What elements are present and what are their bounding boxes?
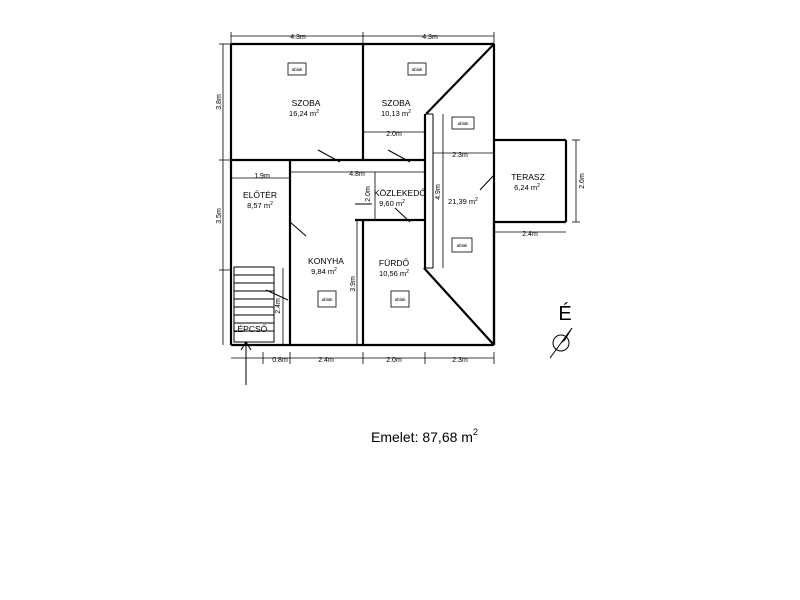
room-szoba2-area: 10,13 m2	[381, 109, 411, 118]
room-szoba1-area: 16,24 m2	[289, 109, 319, 118]
room-szoba1-name: SZOBA	[292, 98, 321, 108]
dim-szoba2-bottom: 2.0m	[386, 131, 402, 138]
room-kozlekedo-name: KÖZLEKEDŐ	[374, 188, 426, 198]
north-label: É	[558, 302, 571, 325]
window-konyha: ablak	[317, 290, 337, 308]
room-terasz-name: TERASZ	[511, 172, 545, 182]
dim-bottom-1: 0.8m	[272, 357, 288, 364]
svg-text:ablak: ablak	[458, 121, 470, 126]
north-arrow: É	[549, 302, 573, 359]
compass-icon	[552, 334, 570, 352]
room-konyha-name: KONYHA	[308, 256, 344, 266]
interior-walls	[231, 44, 496, 345]
dim-eloter-width: 1.9m	[254, 173, 270, 180]
dim-top-left: 4.3m	[290, 34, 306, 41]
svg-text:ablak: ablak	[322, 297, 334, 302]
dimension-texts: 4.3m 4.3m 3.8m 3.5m 2.0m 1.9m 4.8m 2.0m …	[216, 34, 586, 364]
window-szoba1: ablak	[287, 62, 307, 76]
windows: ablak ablak ablak ablak ablak ablak	[287, 62, 475, 308]
room-eloter-name: ELŐTÉR	[243, 190, 277, 200]
dim-konyha-height: 2.4m	[275, 298, 282, 314]
room-kozlekedo-area: 9,60 m2	[379, 199, 405, 208]
window-furdo: ablak	[390, 290, 410, 308]
dim-corridor-height: 4.9m	[435, 184, 442, 200]
floor-area-title: Emelet: 87,68 m2	[371, 427, 478, 445]
room-eloter-area: 8,57 m2	[247, 201, 273, 210]
svg-text:ablak: ablak	[412, 67, 424, 72]
dimension-lines	[219, 32, 580, 364]
dim-bottom-2: 2.4m	[318, 357, 334, 364]
window-living-bottom: ablak	[451, 237, 473, 253]
dim-bottom-4: 2.3m	[452, 357, 468, 364]
room-labels: SZOBA 16,24 m2 SZOBA 10,13 m2 ELŐTÉR 8,5…	[233, 98, 545, 334]
dim-top-right: 4.3m	[422, 34, 438, 41]
dim-terasz-bottom: 2.4m	[522, 231, 538, 238]
room-szoba2-name: SZOBA	[382, 98, 411, 108]
room-furdo-name: FÜRDŐ	[379, 258, 410, 268]
svg-text:ablak: ablak	[395, 297, 407, 302]
room-nappali-area: 21,39 m2	[448, 197, 478, 206]
doors	[265, 149, 495, 301]
dim-kozlekedo-height: 2.0m	[365, 186, 372, 202]
room-lepcso-name: LÉPCSŐ	[233, 324, 268, 334]
svg-text:ablak: ablak	[292, 67, 304, 72]
dim-terasz-height: 2.6m	[579, 173, 586, 189]
window-living-top: ablak	[451, 116, 475, 130]
room-konyha-area: 9,84 m2	[311, 267, 337, 276]
dim-furdo-height: 3.9m	[350, 276, 357, 292]
dim-bottom-3: 2.0m	[386, 357, 402, 364]
room-terasz-area: 6,24 m2	[514, 183, 540, 192]
dim-left-lower: 3.5m	[216, 208, 223, 224]
window-szoba2: ablak	[407, 62, 427, 76]
dim-living-top: 2.3m	[452, 152, 468, 159]
room-furdo-area: 10,56 m2	[379, 269, 409, 278]
svg-text:ablak: ablak	[457, 243, 469, 248]
dim-middle-span: 4.8m	[349, 171, 365, 178]
terrace-outline	[494, 138, 568, 224]
dim-left-upper: 3.8m	[216, 94, 223, 110]
